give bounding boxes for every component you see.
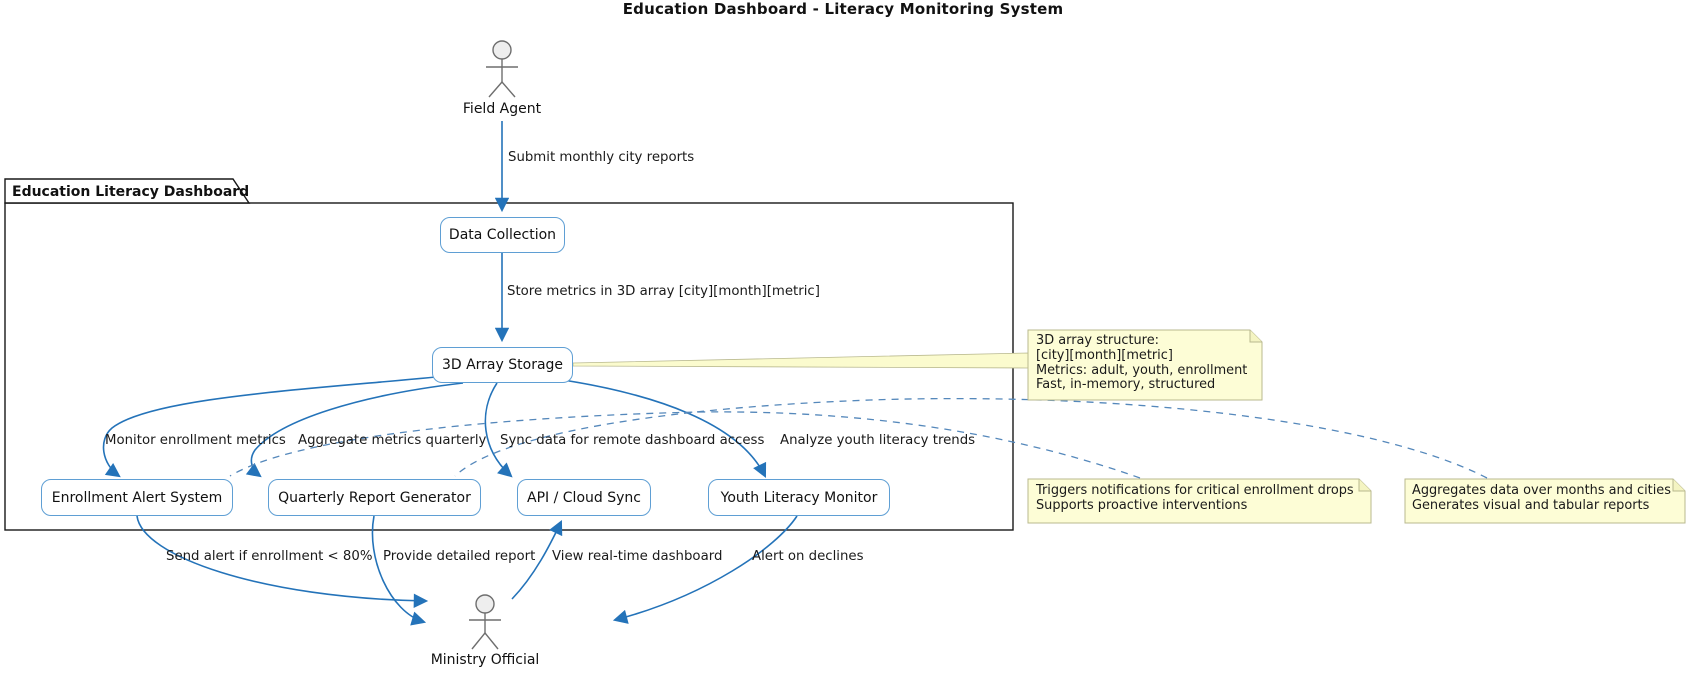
note-array-structure-shape — [1027, 329, 1263, 401]
actor-ministry-official-figure — [469, 594, 501, 650]
edge-label-monitor-enrollment: Monitor enrollment metrics — [105, 433, 286, 448]
note-links — [229, 397, 1488, 479]
actor-field-agent-figure — [486, 40, 518, 98]
edge-label-view-dashboard: View real-time dashboard — [552, 549, 723, 564]
component-api-cloud-sync: API / Cloud Sync — [517, 479, 651, 516]
component-enrollment-alert-system: Enrollment Alert System — [41, 479, 233, 516]
arrow-monitor-enrollment — [102, 376, 437, 478]
note-alert: Triggers notifications for critical enro… — [1036, 483, 1354, 514]
component-quarterly-report-generator: Quarterly Report Generator — [268, 479, 481, 516]
note-array-structure: 3D array structure: [city][month][metric… — [1036, 333, 1248, 393]
note-line: Fast, in-memory, structured — [1036, 377, 1216, 393]
arrow-view-dashboard — [511, 520, 563, 600]
note-line: Generates visual and tabular reports — [1412, 497, 1650, 513]
edge-label-provide-report: Provide detailed report — [383, 549, 536, 564]
note-line: Supports proactive interventions — [1036, 497, 1248, 513]
arrow-sync-remote — [484, 382, 513, 478]
note-report: Aggregates data over months and cities G… — [1412, 483, 1671, 514]
actor-field-agent-label: Field Agent — [462, 101, 542, 117]
edge-label-analyze-youth: Analyze youth literacy trends — [780, 433, 976, 448]
arrow-send-alert — [136, 515, 429, 608]
note-line: Aggregates data over months and cities — [1412, 483, 1671, 498]
edge-label-alert-declines: Alert on declines — [752, 549, 864, 564]
edge-label-send-alert: Send alert if enrollment < 80% — [166, 549, 373, 564]
note-line: 3D array structure: — [1036, 333, 1159, 348]
edge-label-aggregate-quarterly: Aggregate metrics quarterly — [298, 433, 487, 448]
diagram-title: Education Dashboard - Literacy Monitorin… — [622, 0, 1064, 18]
notes-shapes — [1027, 329, 1686, 524]
note-alert-shape — [1027, 478, 1372, 524]
note-line: Triggers notifications for critical enro… — [1036, 483, 1354, 498]
arrow-provide-report — [371, 515, 427, 626]
package-tab — [4, 178, 251, 204]
note-report-shape — [1404, 478, 1686, 524]
arrow-alert-declines — [612, 515, 798, 624]
component-youth-literacy-monitor: Youth Literacy Monitor — [708, 479, 890, 516]
note-link-report — [454, 397, 1488, 479]
package-label: Education Literacy Dashboard — [12, 184, 250, 200]
actor-ministry-official-label: Ministry Official — [430, 652, 540, 668]
component-data-collection: Data Collection — [440, 217, 565, 253]
component-3d-array-storage: 3D Array Storage — [432, 347, 573, 383]
edge-label-sync-remote: Sync data for remote dashboard access — [500, 433, 765, 448]
edge-label-submit-reports: Submit monthly city reports — [508, 150, 695, 165]
note-line: [city][month][metric] — [1036, 347, 1173, 363]
edge-label-store-metrics: Store metrics in 3D array [city][month][… — [507, 284, 820, 299]
note-line: Metrics: adult, youth, enrollment — [1036, 362, 1248, 378]
